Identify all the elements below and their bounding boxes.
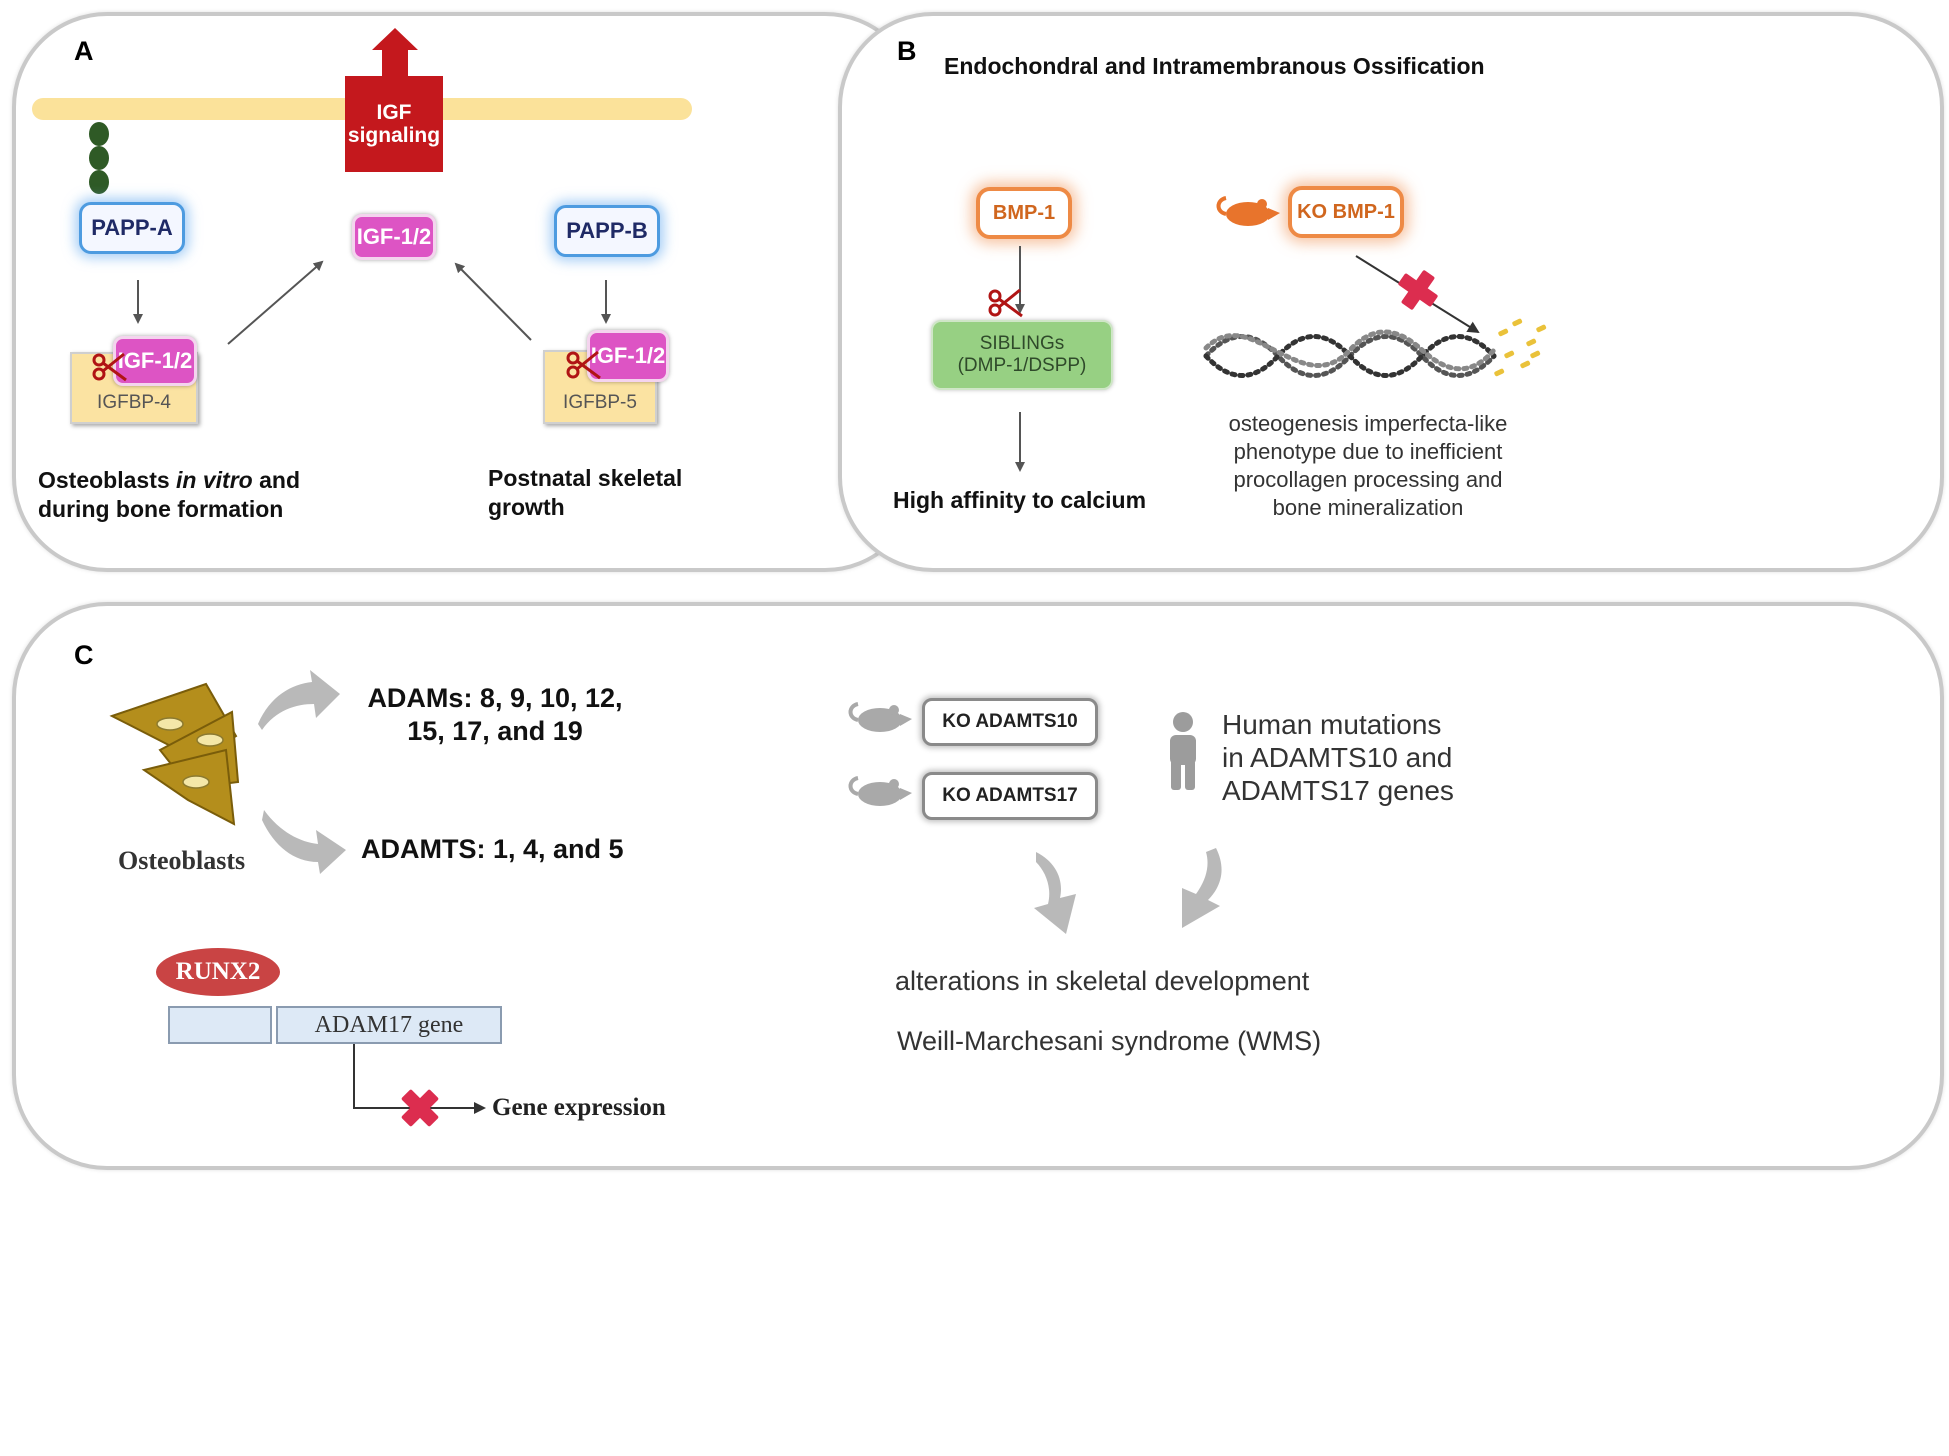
left-caption-1c: and [252,467,300,493]
adams-line2: 15, 17, and 19 [407,715,583,746]
right-caption-2: growth [488,494,565,521]
ko-adamts17-box: KO ADAMTS17 [922,772,1098,820]
igf-center-box: IGF-1/2 [352,214,436,260]
anchor-beads [89,122,111,196]
igf-signaling-box: IGF signaling [345,76,443,172]
panel-a-label: A [74,36,94,66]
left-caption-1a: Osteoblasts [38,467,177,493]
osteoblasts-label: Osteoblasts [118,846,246,875]
papp-b-box: PAPP-B [554,205,660,257]
igf-signaling-line2: signaling [347,124,441,147]
panel-c [12,602,1944,1170]
papp-a-box: PAPP-A [79,202,185,254]
gene-expression-label: Gene expression [492,1094,666,1121]
left-caption-1b: in vitro [176,467,253,493]
right-caption-1: Postnatal skeletal [488,465,683,491]
panel-c-label: C [74,640,94,670]
panel-b-label: B [897,36,917,66]
left-caption-2: during bone formation [38,496,284,523]
adam17-gene-block: ADAM17 gene [276,1006,502,1044]
bmp1-box: BMP-1 [976,187,1072,239]
siblings-box: SIBLINGs (DMP-1/DSPP) [931,320,1113,390]
siblings-line1: SIBLINGs [979,333,1065,354]
right-caption: Postnatal skeletal growth [488,464,682,523]
oi-line3: procollagen processing and [1233,466,1503,492]
oi-line4: bone mineralization [1272,494,1464,520]
panel-b-title: Endochondral and Intramembranous Ossific… [944,53,1485,79]
adamts-text: ADAMTS: 1, 4, and 5 [361,834,624,864]
ko-bmp1-box: KO BMP-1 [1288,186,1404,238]
adams-line1: ADAMs: 8, 9, 10, 12, [367,683,623,713]
alterations-text: alterations in skeletal development [895,966,1310,996]
left-caption: Osteoblasts in vitro and during bone for… [38,466,300,525]
human-line2: in ADAMTS10 and [1222,742,1453,774]
oi-line2: phenotype due to inefficient [1233,438,1503,464]
oi-line1: osteogenesis imperfecta-like [1228,411,1508,436]
igf-right-box: IGF-1/2 [587,330,669,382]
igf-signaling-line1: IGF [376,100,412,124]
oi-text: osteogenesis imperfecta-like phenotype d… [1200,410,1536,522]
gene-promoter-block [168,1006,272,1044]
human-mutations-text: Human mutations in ADAMTS10 and ADAMTS17… [1222,708,1454,807]
human-line3: ADAMTS17 genes [1222,775,1454,807]
siblings-line2: (DMP-1/DSPP) [957,355,1087,376]
wms-text: Weill-Marchesani syndrome (WMS) [897,1026,1322,1056]
human-line1: Human mutations [1222,709,1442,740]
runx2-oval: RUNX2 [156,948,280,996]
igf-left-box: IGF-1/2 [113,336,197,386]
ko-adamts10-box: KO ADAMTS10 [922,698,1098,746]
adams-text: ADAMs: 8, 9, 10, 12, 15, 17, and 19 [360,682,630,748]
affinity-text: High affinity to calcium [893,487,1147,513]
